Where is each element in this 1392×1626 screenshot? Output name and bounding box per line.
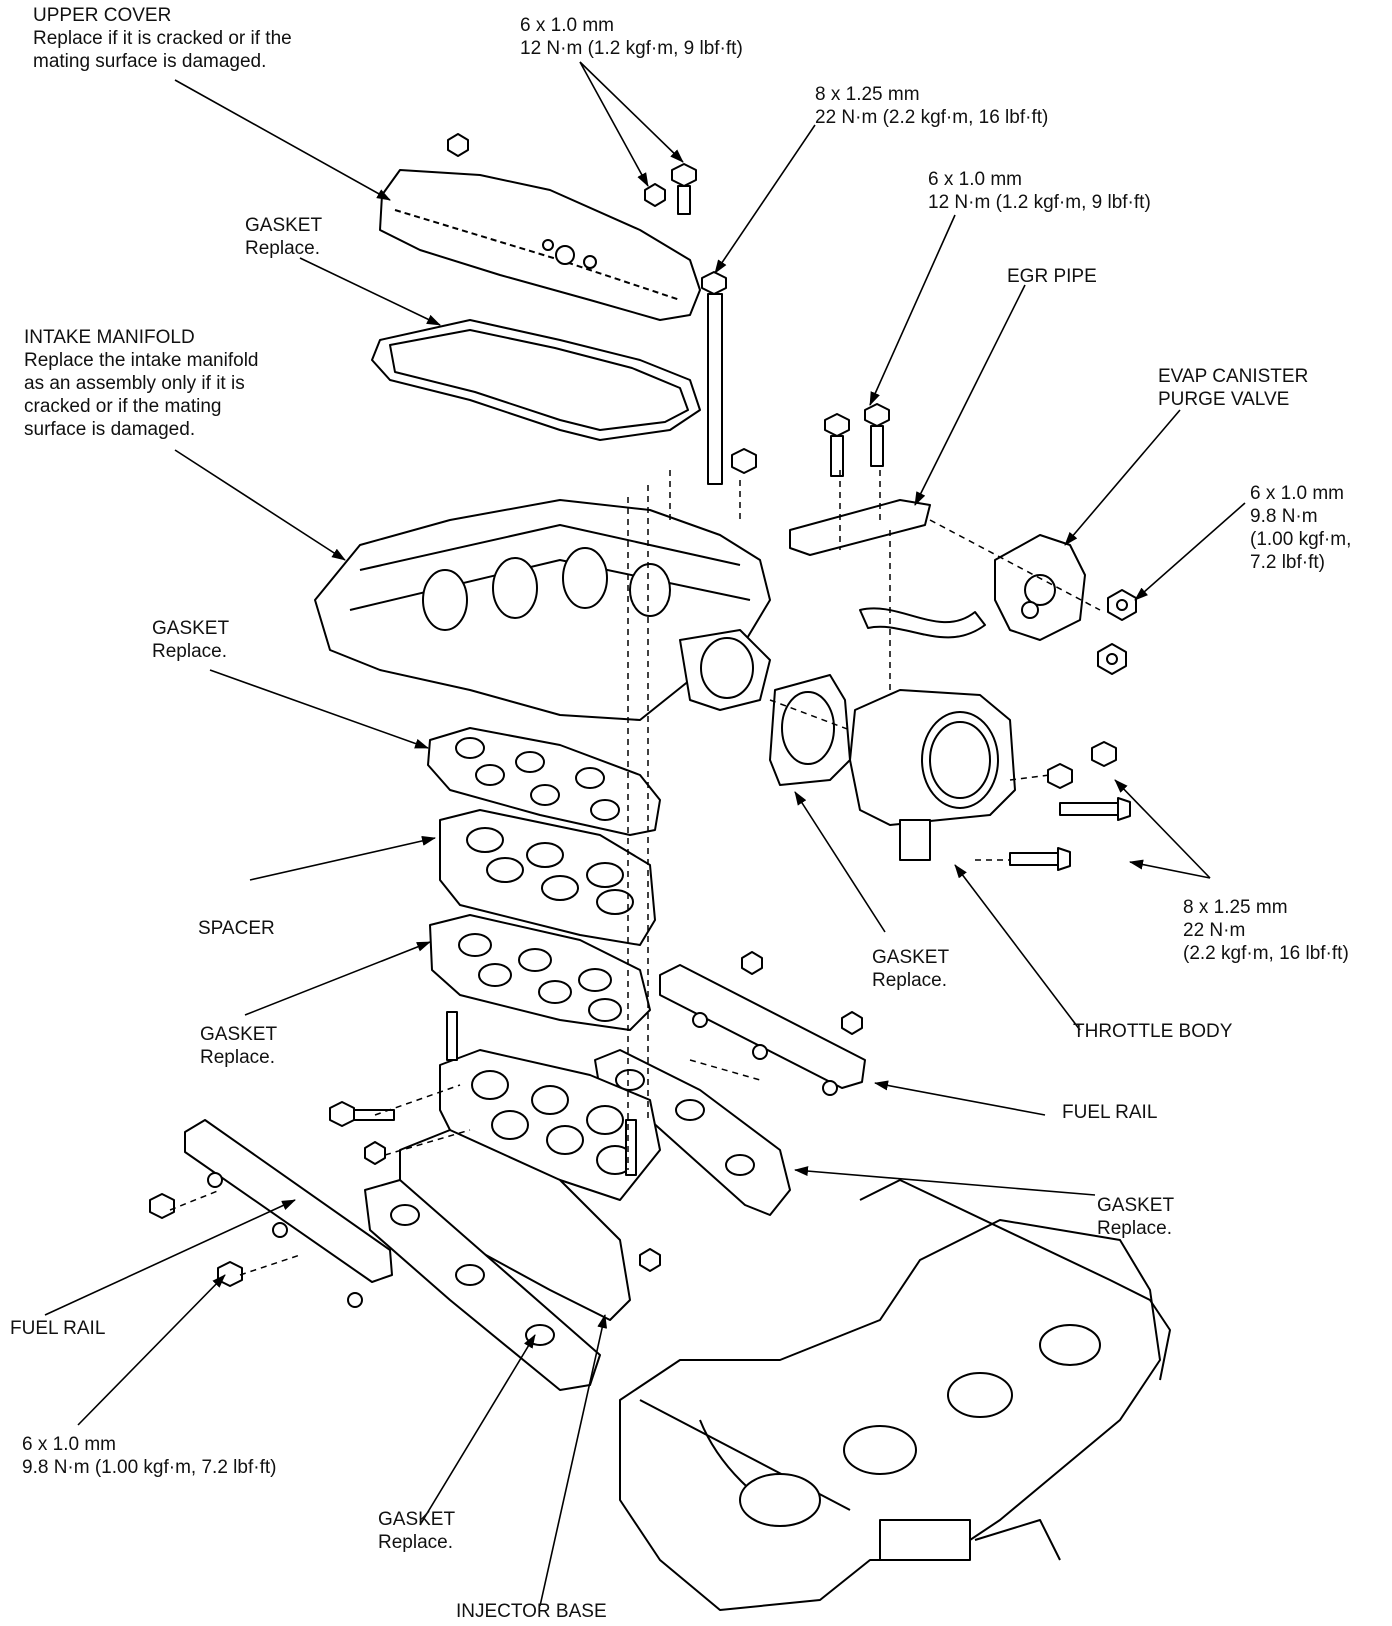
label-injector-base: INJECTOR BASE bbox=[456, 1600, 607, 1623]
upper-cover-note-1: Replace if it is cracked or if the bbox=[33, 28, 292, 49]
evap-line-1: EVAP CANISTER bbox=[1158, 366, 1309, 387]
evap-purge-valve-part bbox=[994, 534, 1086, 641]
gasket-tb-note: Replace. bbox=[872, 970, 947, 991]
manifold-gasket-lower-part bbox=[429, 914, 651, 1031]
nut-evap-size: 6 x 1.0 mm bbox=[1250, 483, 1344, 504]
gasket-upper-note: Replace. bbox=[245, 238, 320, 259]
label-throttle-body: THROTTLE BODY bbox=[1073, 1020, 1232, 1043]
bolt-tb-torque: 22 N·m bbox=[1183, 920, 1246, 941]
engine-block-part bbox=[619, 1179, 1171, 1611]
label-bolt-tb: 8 x 1.25 mm 22 N·m (2.2 kgf·m, 16 lbf·ft… bbox=[1183, 896, 1349, 965]
fuel-rail-left-title: FUEL RAIL bbox=[10, 1318, 106, 1339]
upper-gasket-part bbox=[371, 319, 701, 441]
upper-cover-title: UPPER COVER bbox=[33, 5, 172, 26]
label-nut-evap: 6 x 1.0 mm 9.8 N·m (1.00 kgf·m, 7.2 lbf·… bbox=[1250, 482, 1351, 574]
intake-manifold-part bbox=[314, 499, 771, 721]
bolt-icon bbox=[1009, 741, 1131, 871]
injector-base-gasket-part bbox=[364, 1179, 601, 1391]
intake-manifold-title: INTAKE MANIFOLD bbox=[24, 327, 195, 348]
bolt-rail-size: 6 x 1.0 mm bbox=[22, 1434, 116, 1455]
gasket-bottom-note: Replace. bbox=[378, 1532, 453, 1553]
bolt-tb-kgf: (2.2 kgf·m, 16 lbf·ft) bbox=[1183, 943, 1349, 964]
upper-cover-note-2: mating surface is damaged. bbox=[33, 51, 267, 72]
throttle-body-part bbox=[849, 689, 1016, 861]
injector-base-part bbox=[399, 1011, 661, 1321]
spacer-title: SPACER bbox=[198, 918, 275, 939]
label-fuel-rail-right: FUEL RAIL bbox=[1062, 1101, 1157, 1124]
egr-pipe-title: EGR PIPE bbox=[1007, 266, 1097, 287]
label-bolt-top: 6 x 1.0 mm 12 N·m (1.2 kgf·m, 9 lbf·ft) bbox=[520, 14, 743, 60]
label-bolt-825-top: 8 x 1.25 mm 22 N·m (2.2 kgf·m, 16 lbf·ft… bbox=[815, 83, 1048, 129]
label-gasket-right: GASKET Replace. bbox=[1097, 1194, 1174, 1240]
gasket-lower-left-title: GASKET bbox=[200, 1024, 278, 1045]
injector-base-title: INJECTOR BASE bbox=[456, 1601, 607, 1622]
bolt-top-size: 6 x 1.0 mm bbox=[520, 15, 614, 36]
bolt-egr-torque: 12 N·m (1.2 kgf·m, 9 lbf·ft) bbox=[928, 192, 1151, 213]
nut-evap-torque: 9.8 N·m bbox=[1250, 506, 1318, 527]
intake-manifold-note-3: cracked or if the mating bbox=[24, 396, 222, 417]
label-fuel-rail-left: FUEL RAIL bbox=[10, 1317, 105, 1340]
label-gasket-lower-left: GASKET Replace. bbox=[200, 1023, 277, 1069]
bolt-icon bbox=[701, 271, 757, 485]
alignment-lines bbox=[169, 470, 1101, 1276]
gasket-right-title: GASKET bbox=[1097, 1195, 1175, 1216]
label-gasket-tb: GASKET Replace. bbox=[872, 946, 949, 992]
gasket-upper-title: GASKET bbox=[245, 215, 323, 236]
bolt-825-top-torque: 22 N·m (2.2 kgf·m, 16 lbf·ft) bbox=[815, 107, 1049, 128]
gasket-left-title: GASKET bbox=[152, 618, 230, 639]
fuel-rail-right-title: FUEL RAIL bbox=[1062, 1102, 1158, 1123]
label-intake-manifold: INTAKE MANIFOLD Replace the intake manif… bbox=[24, 326, 258, 441]
bolt-tb-size: 8 x 1.25 mm bbox=[1183, 897, 1288, 918]
nut-icon bbox=[1097, 589, 1137, 675]
label-gasket-left: GASKET Replace. bbox=[152, 617, 229, 663]
throttle-body-title: THROTTLE BODY bbox=[1073, 1021, 1233, 1042]
upper-cover-part bbox=[379, 169, 701, 321]
gasket-tb-title: GASKET bbox=[872, 947, 950, 968]
gasket-bottom-title: GASKET bbox=[378, 1509, 456, 1530]
bolt-egr-size: 6 x 1.0 mm bbox=[928, 169, 1022, 190]
label-evap-canister: EVAP CANISTER PURGE VALVE bbox=[1158, 365, 1308, 411]
intake-manifold-note-2: as an assembly only if it is bbox=[24, 373, 245, 394]
label-gasket-upper: GASKET Replace. bbox=[245, 214, 322, 260]
nut-evap-kgf: (1.00 kgf·m, bbox=[1250, 529, 1352, 550]
manifold-gasket-upper-part bbox=[427, 727, 661, 836]
spacer-part bbox=[439, 809, 656, 946]
label-bolt-rail: 6 x 1.0 mm 9.8 N·m (1.00 kgf·m, 7.2 lbf·… bbox=[22, 1433, 276, 1479]
label-egr-pipe: EGR PIPE bbox=[1007, 265, 1097, 288]
bolt-825-top-size: 8 x 1.25 mm bbox=[815, 84, 920, 105]
gasket-lower-left-note: Replace. bbox=[200, 1047, 275, 1068]
intake-manifold-note-4: surface is damaged. bbox=[24, 419, 196, 440]
bolt-icon bbox=[824, 403, 890, 477]
bolt-rail-torque: 9.8 N·m (1.00 kgf·m, 7.2 lbf·ft) bbox=[22, 1457, 277, 1478]
intake-manifold-note-1: Replace the intake manifold bbox=[24, 350, 259, 371]
label-bolt-egr: 6 x 1.0 mm 12 N·m (1.2 kgf·m, 9 lbf·ft) bbox=[928, 168, 1151, 214]
fuel-rail-right-part bbox=[659, 951, 866, 1096]
egr-pipe-part bbox=[789, 499, 986, 639]
nut-evap-lbf: 7.2 lbf·ft) bbox=[1250, 552, 1325, 573]
bolt-top-torque: 12 N·m (1.2 kgf·m, 9 lbf·ft) bbox=[520, 38, 743, 59]
gasket-left-note: Replace. bbox=[152, 641, 227, 662]
label-upper-cover: UPPER COVER Replace if it is cracked or … bbox=[33, 4, 292, 73]
throttle-body-gasket-part bbox=[769, 674, 851, 786]
evap-line-2: PURGE VALVE bbox=[1158, 389, 1290, 410]
bolt-icon bbox=[447, 133, 697, 215]
label-spacer: SPACER bbox=[198, 917, 275, 940]
leader-arrows bbox=[44, 61, 1246, 1607]
gasket-right-note: Replace. bbox=[1097, 1218, 1172, 1239]
label-gasket-bottom: GASKET Replace. bbox=[378, 1508, 455, 1554]
